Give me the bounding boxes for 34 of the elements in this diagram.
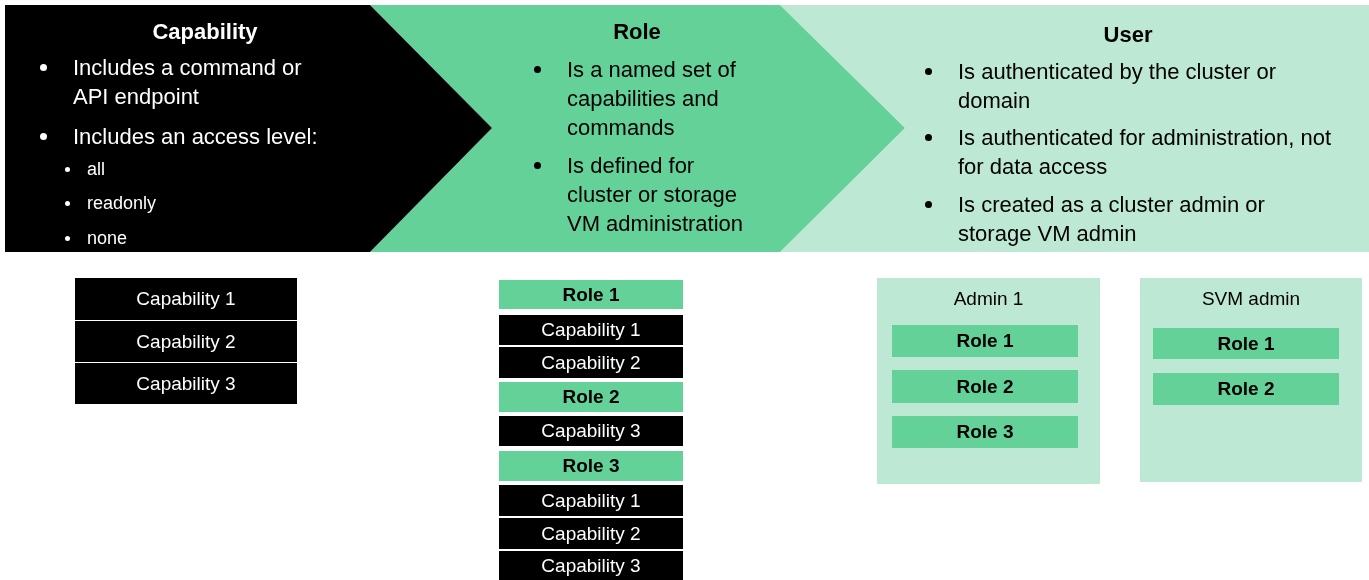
role-box: Role 1 (1153, 328, 1339, 359)
bullet-item: Is defined for cluster or storage VM administration (567, 152, 745, 238)
user-panel (1140, 278, 1362, 482)
heading: Capability (152, 19, 258, 45)
capability-box: Capability 3 (499, 416, 683, 446)
role-box: Role 2 (1153, 373, 1339, 405)
bullet-item: Includes an access level: (73, 123, 319, 151)
role-box: Role 1 (892, 325, 1078, 357)
role-box: Role 1 (499, 280, 683, 309)
heading: Role (613, 19, 661, 45)
bullet-item: Is authenticated by the cluster or domain (958, 58, 1277, 115)
heading: User (1103, 22, 1153, 48)
bullet-item: Is a named set of capabilities and commands (567, 56, 737, 142)
user-panel (877, 278, 1100, 484)
capability-box: Capability 3 (499, 551, 683, 580)
bullet-item: Includes a command or API endpoint (73, 54, 303, 111)
capability-box: Capability 1 (499, 315, 683, 345)
bullet-item: Is created as a cluster admin or storage VM admin (958, 191, 1266, 248)
bullet-item: Is authenticated for administration, not for data access (958, 124, 1332, 181)
capability-box: Capability 2 (499, 347, 683, 378)
role-box: Role 2 (499, 382, 683, 412)
capability-box: Capability 2 (75, 321, 297, 362)
capability-box: Capability 2 (499, 518, 683, 549)
panel-title: Admin 1 (952, 288, 1025, 310)
sub-bullet-item: none (87, 227, 128, 250)
role-box: Role 3 (892, 416, 1078, 448)
panel-title: SVM admin (1200, 288, 1302, 310)
role-box: Role 3 (499, 451, 683, 481)
sub-bullet-item: all (87, 158, 105, 181)
role-box: Role 2 (892, 370, 1078, 403)
capability-box: Capability 1 (499, 485, 683, 516)
sub-bullet-item: readonly (87, 192, 157, 215)
capability-box: Capability 1 (75, 278, 297, 320)
capability-box: Capability 3 (75, 363, 297, 404)
